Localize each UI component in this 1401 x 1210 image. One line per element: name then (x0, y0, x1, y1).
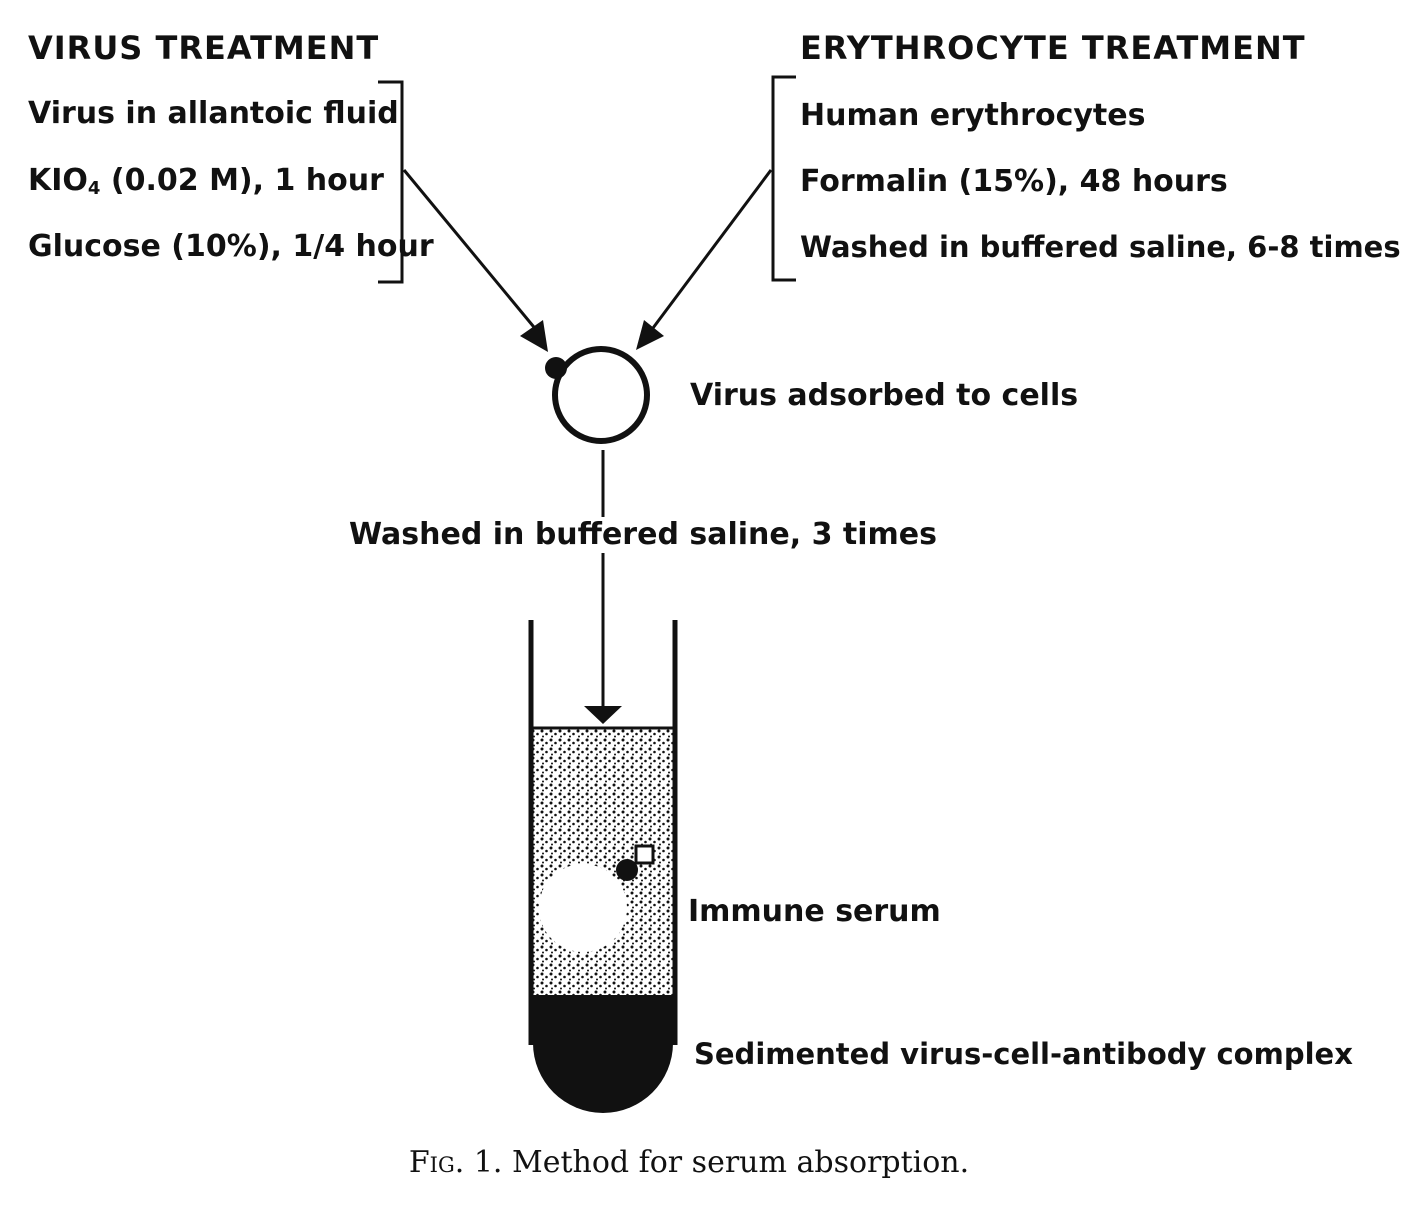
sediment-label: Sedimented virus-cell-antibody complex (694, 1037, 1353, 1071)
virus-arrowhead (520, 320, 548, 352)
virus-particle (545, 357, 567, 379)
erythrocyte-step-1: Human erythrocytes (800, 98, 1146, 133)
figure-caption: Fig. 1. Method for serum absorption. (0, 1145, 1378, 1180)
erythrocyte-step-3: Washed in buffered saline, 6-8 times (800, 230, 1401, 264)
complex-cell (539, 864, 627, 952)
erythrocyte-heading: ERYTHROCYTE TREATMENT (800, 29, 1306, 67)
erythrocyte-arrowhead (636, 320, 664, 350)
erythrocyte-arrow (648, 169, 773, 333)
adsorbed-label: Virus adsorbed to cells (690, 378, 1079, 413)
immune-serum-label: Immune serum (688, 894, 941, 929)
erythrocyte-bracket (771, 75, 796, 282)
virus-step-2: KIO4 (0.02 M), 1 hour (28, 163, 384, 199)
erythrocyte-cell (552, 346, 650, 444)
virus-step-1: Virus in allantoic fluid (28, 96, 399, 131)
wash-arrowhead (584, 706, 622, 724)
erythrocyte-step-2: Formalin (15%), 48 hours (800, 164, 1228, 199)
complex-virus-particle (616, 859, 638, 881)
washed-label: Washed in buffered saline, 3 times (345, 517, 941, 553)
virus-arrow (402, 169, 540, 333)
virus-heading: VIRUS TREATMENT (28, 29, 380, 67)
virus-step-3: Glucose (10%), 1/4 hour (28, 229, 434, 264)
caption-text: Method for serum absorption. (502, 1145, 970, 1180)
figure-number: Fig. 1. (408, 1145, 503, 1180)
sediment (533, 995, 673, 1113)
antibody-marker (634, 844, 655, 865)
virus-bracket (378, 80, 404, 284)
